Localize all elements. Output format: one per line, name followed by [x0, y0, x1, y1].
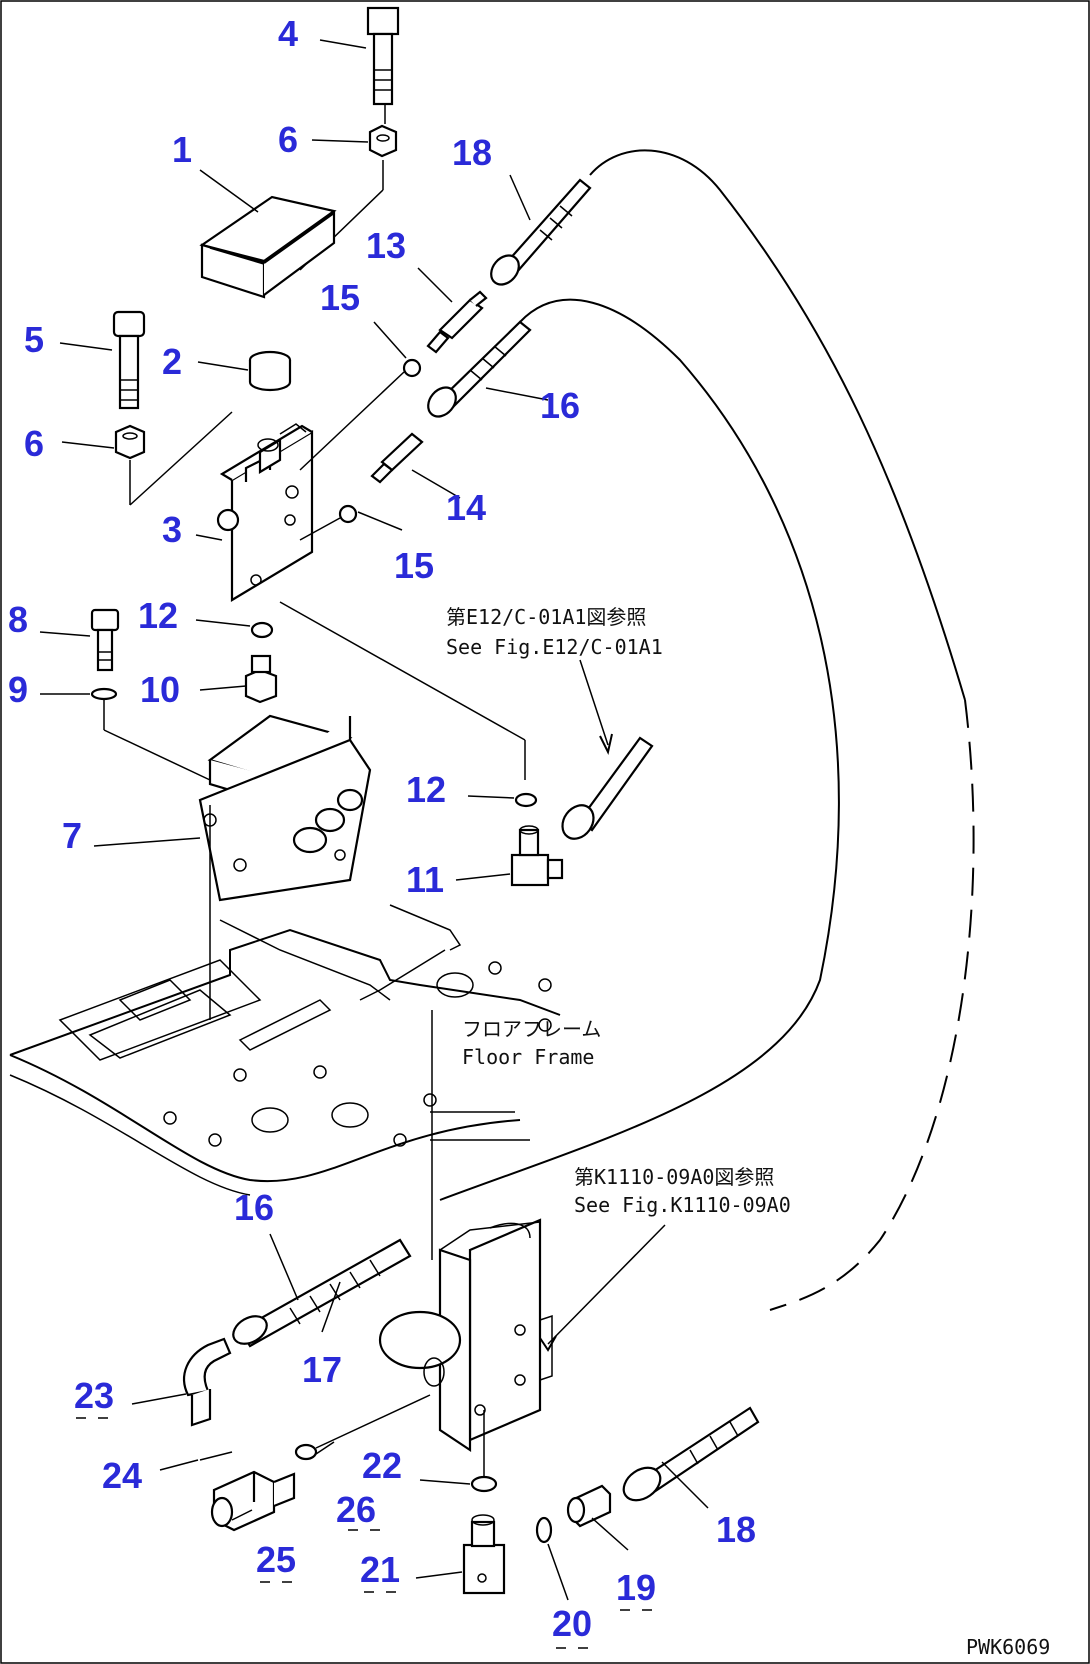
nut-6-top-drawing	[299, 124, 398, 271]
oring-12-top-drawing	[250, 621, 274, 639]
label-13: 13	[366, 225, 406, 266]
ref-top-jp: 第E12/C-01A1図参照	[446, 605, 646, 629]
cover-1-drawing	[199, 195, 337, 299]
label-18-bottom: 18	[716, 1509, 756, 1550]
drawing-code: PWK6069	[966, 1635, 1050, 1659]
label-26: 26	[336, 1489, 376, 1530]
valve-3-drawing	[216, 423, 314, 602]
hose-18-bottom-drawing	[622, 1406, 760, 1502]
label-7: 7	[62, 815, 82, 856]
fitting-13-drawing	[426, 290, 488, 354]
label-6-top: 6	[278, 119, 298, 160]
oring-12-mid-drawing	[514, 792, 538, 808]
bolt-4-drawing	[366, 6, 400, 124]
label-23: 23	[74, 1375, 114, 1416]
label-4: 4	[278, 13, 298, 54]
oring-22-drawing	[470, 1410, 498, 1493]
label-3: 3	[162, 509, 182, 550]
label-15-top: 15	[320, 277, 360, 318]
plug-10-drawing	[244, 654, 278, 704]
label-12-top: 12	[138, 595, 178, 636]
hose-16-bottom-drawing	[232, 1238, 412, 1348]
label-19: 19	[616, 1567, 656, 1608]
elbow-23-drawing	[183, 1337, 232, 1427]
nut-6-left-drawing	[114, 411, 233, 506]
bolt-5-drawing	[112, 310, 146, 410]
label-1: 1	[172, 129, 192, 170]
floor-frame-en: Floor Frame	[462, 1045, 594, 1069]
label-15-bottom: 15	[394, 545, 434, 586]
label-20: 20	[552, 1603, 592, 1644]
notes: 第E12/C-01A1図参照 See Fig.E12/C-01A1 フロアフレー…	[446, 605, 1050, 1659]
label-14: 14	[446, 487, 486, 528]
label-12-mid: 12	[406, 769, 446, 810]
spacer-2-drawing	[248, 350, 292, 392]
pedal-valve-7-drawing	[198, 714, 372, 1020]
bolt-8-drawing	[90, 608, 120, 672]
label-2: 2	[162, 341, 182, 382]
ref-bottom-jp: 第K1110-09A0図参照	[574, 1165, 774, 1189]
washer-9-drawing	[90, 687, 211, 781]
label-5: 5	[24, 319, 44, 360]
adapter-21-drawing	[462, 1514, 506, 1595]
oring-20-drawing	[535, 1516, 553, 1544]
leader-lines	[39, 39, 709, 1601]
bracket-drawing	[378, 1218, 553, 1453]
fitting-19-drawing	[566, 1484, 612, 1528]
label-18-top: 18	[452, 132, 492, 173]
hose-top-ref-drawing	[561, 736, 654, 840]
label-16-bottom: 16	[234, 1187, 274, 1228]
label-underlines	[76, 1417, 652, 1649]
label-9: 9	[8, 669, 28, 710]
tee-25-drawing	[210, 1470, 296, 1532]
label-25: 25	[256, 1539, 296, 1580]
label-17: 17	[302, 1349, 342, 1390]
ref-bottom-en: See Fig.K1110-09A0	[574, 1193, 791, 1217]
adapter-11-drawing	[510, 825, 564, 887]
hose-dashed-route	[769, 699, 975, 1311]
label-22: 22	[362, 1445, 402, 1486]
label-21: 21	[360, 1549, 400, 1590]
floor-frame-jp: フロアフレーム	[462, 1017, 601, 1041]
oring-15-bottom-drawing	[299, 504, 358, 541]
oring-15-top-drawing	[299, 358, 422, 471]
label-24: 24	[102, 1455, 142, 1496]
part-labels: 4 6 1 18 13 15 5 2 16 6 14 3 15 8 12 9 1…	[8, 13, 756, 1644]
floor-frame-drawing	[9, 904, 561, 1260]
label-16-top: 16	[540, 385, 580, 426]
label-11: 11	[406, 859, 444, 900]
label-10: 10	[140, 669, 180, 710]
label-6-left: 6	[24, 423, 44, 464]
hose-16-top-drawing	[427, 298, 840, 1201]
fitting-14-drawing	[370, 432, 424, 484]
hose-18-top-drawing	[490, 149, 966, 701]
label-8: 8	[8, 599, 28, 640]
oring-26-drawing	[294, 1394, 431, 1461]
line-art	[9, 6, 975, 1601]
ref-top-en: See Fig.E12/C-01A1	[446, 635, 663, 659]
